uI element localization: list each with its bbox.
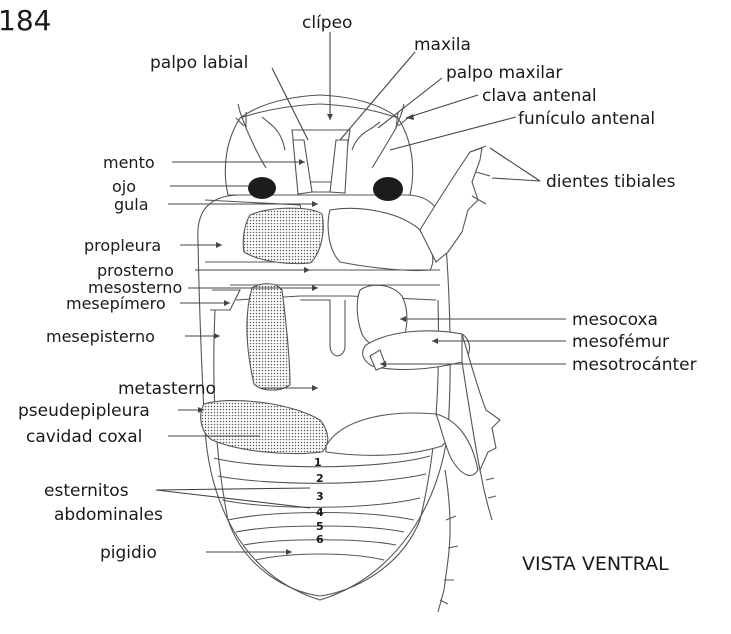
- label-esternitos: esternitos: [44, 481, 129, 501]
- label-palpo-maxilar: palpo maxilar: [446, 63, 562, 83]
- label-pigidio: pigidio: [100, 543, 157, 563]
- sternite-number-2: 2: [316, 472, 324, 485]
- label-mesepimero: mesepímero: [66, 294, 166, 313]
- sternite-number-4: 4: [316, 506, 324, 519]
- mid-tarsus-right: [480, 470, 496, 520]
- eye-right: [373, 177, 403, 201]
- leader-funiculo-antenal: [390, 117, 516, 150]
- label-clipeo: clípeo: [302, 13, 352, 33]
- sternite-number-1: 1: [314, 456, 322, 469]
- label-metasterno: metasterno: [118, 379, 216, 399]
- leader-dientes-1: [490, 148, 540, 181]
- leader-clava-antenal: [406, 95, 478, 118]
- sternite-number-5: 5: [316, 520, 324, 533]
- beetle-illustration: [198, 95, 500, 612]
- label-gula: gula: [114, 195, 149, 214]
- label-mesocoxa: mesocoxa: [572, 310, 658, 330]
- leader-palpo-maxilar: [378, 78, 442, 128]
- label-mento: mento: [103, 153, 155, 172]
- eye-left: [248, 177, 276, 199]
- sternite-number-3: 3: [316, 490, 324, 503]
- label-palpo-labial: palpo labial: [150, 53, 248, 73]
- label-mesepisterno: mesepisterno: [46, 327, 155, 346]
- sternite-number-6: 6: [316, 533, 324, 546]
- label-mesotrocanter: mesotrocánter: [572, 355, 697, 375]
- procoxa-left: [243, 208, 323, 263]
- mesocoxa-left: [247, 284, 290, 390]
- label-pseudepipleura: pseudepipleura: [18, 401, 150, 421]
- hind-tarsus-right: [438, 470, 458, 612]
- label-cavidad-coxal: cavidad coxal: [26, 427, 142, 447]
- label-propleura: propleura: [84, 236, 161, 255]
- label-funiculo-antenal: funículo antenal: [518, 109, 655, 129]
- label-dientes-tibiales: dientes tibiales: [546, 172, 676, 192]
- label-ojo: ojo: [112, 177, 136, 196]
- label-mesofemur: mesofémur: [572, 332, 669, 352]
- leader-dientes-2: [492, 178, 540, 181]
- label-clava-antenal: clava antenal: [482, 86, 597, 106]
- view-title: VISTA VENTRAL: [522, 553, 669, 575]
- label-maxila: maxila: [414, 35, 471, 55]
- label-abdominales: abdominales: [54, 505, 163, 525]
- page-number: 184: [0, 4, 51, 37]
